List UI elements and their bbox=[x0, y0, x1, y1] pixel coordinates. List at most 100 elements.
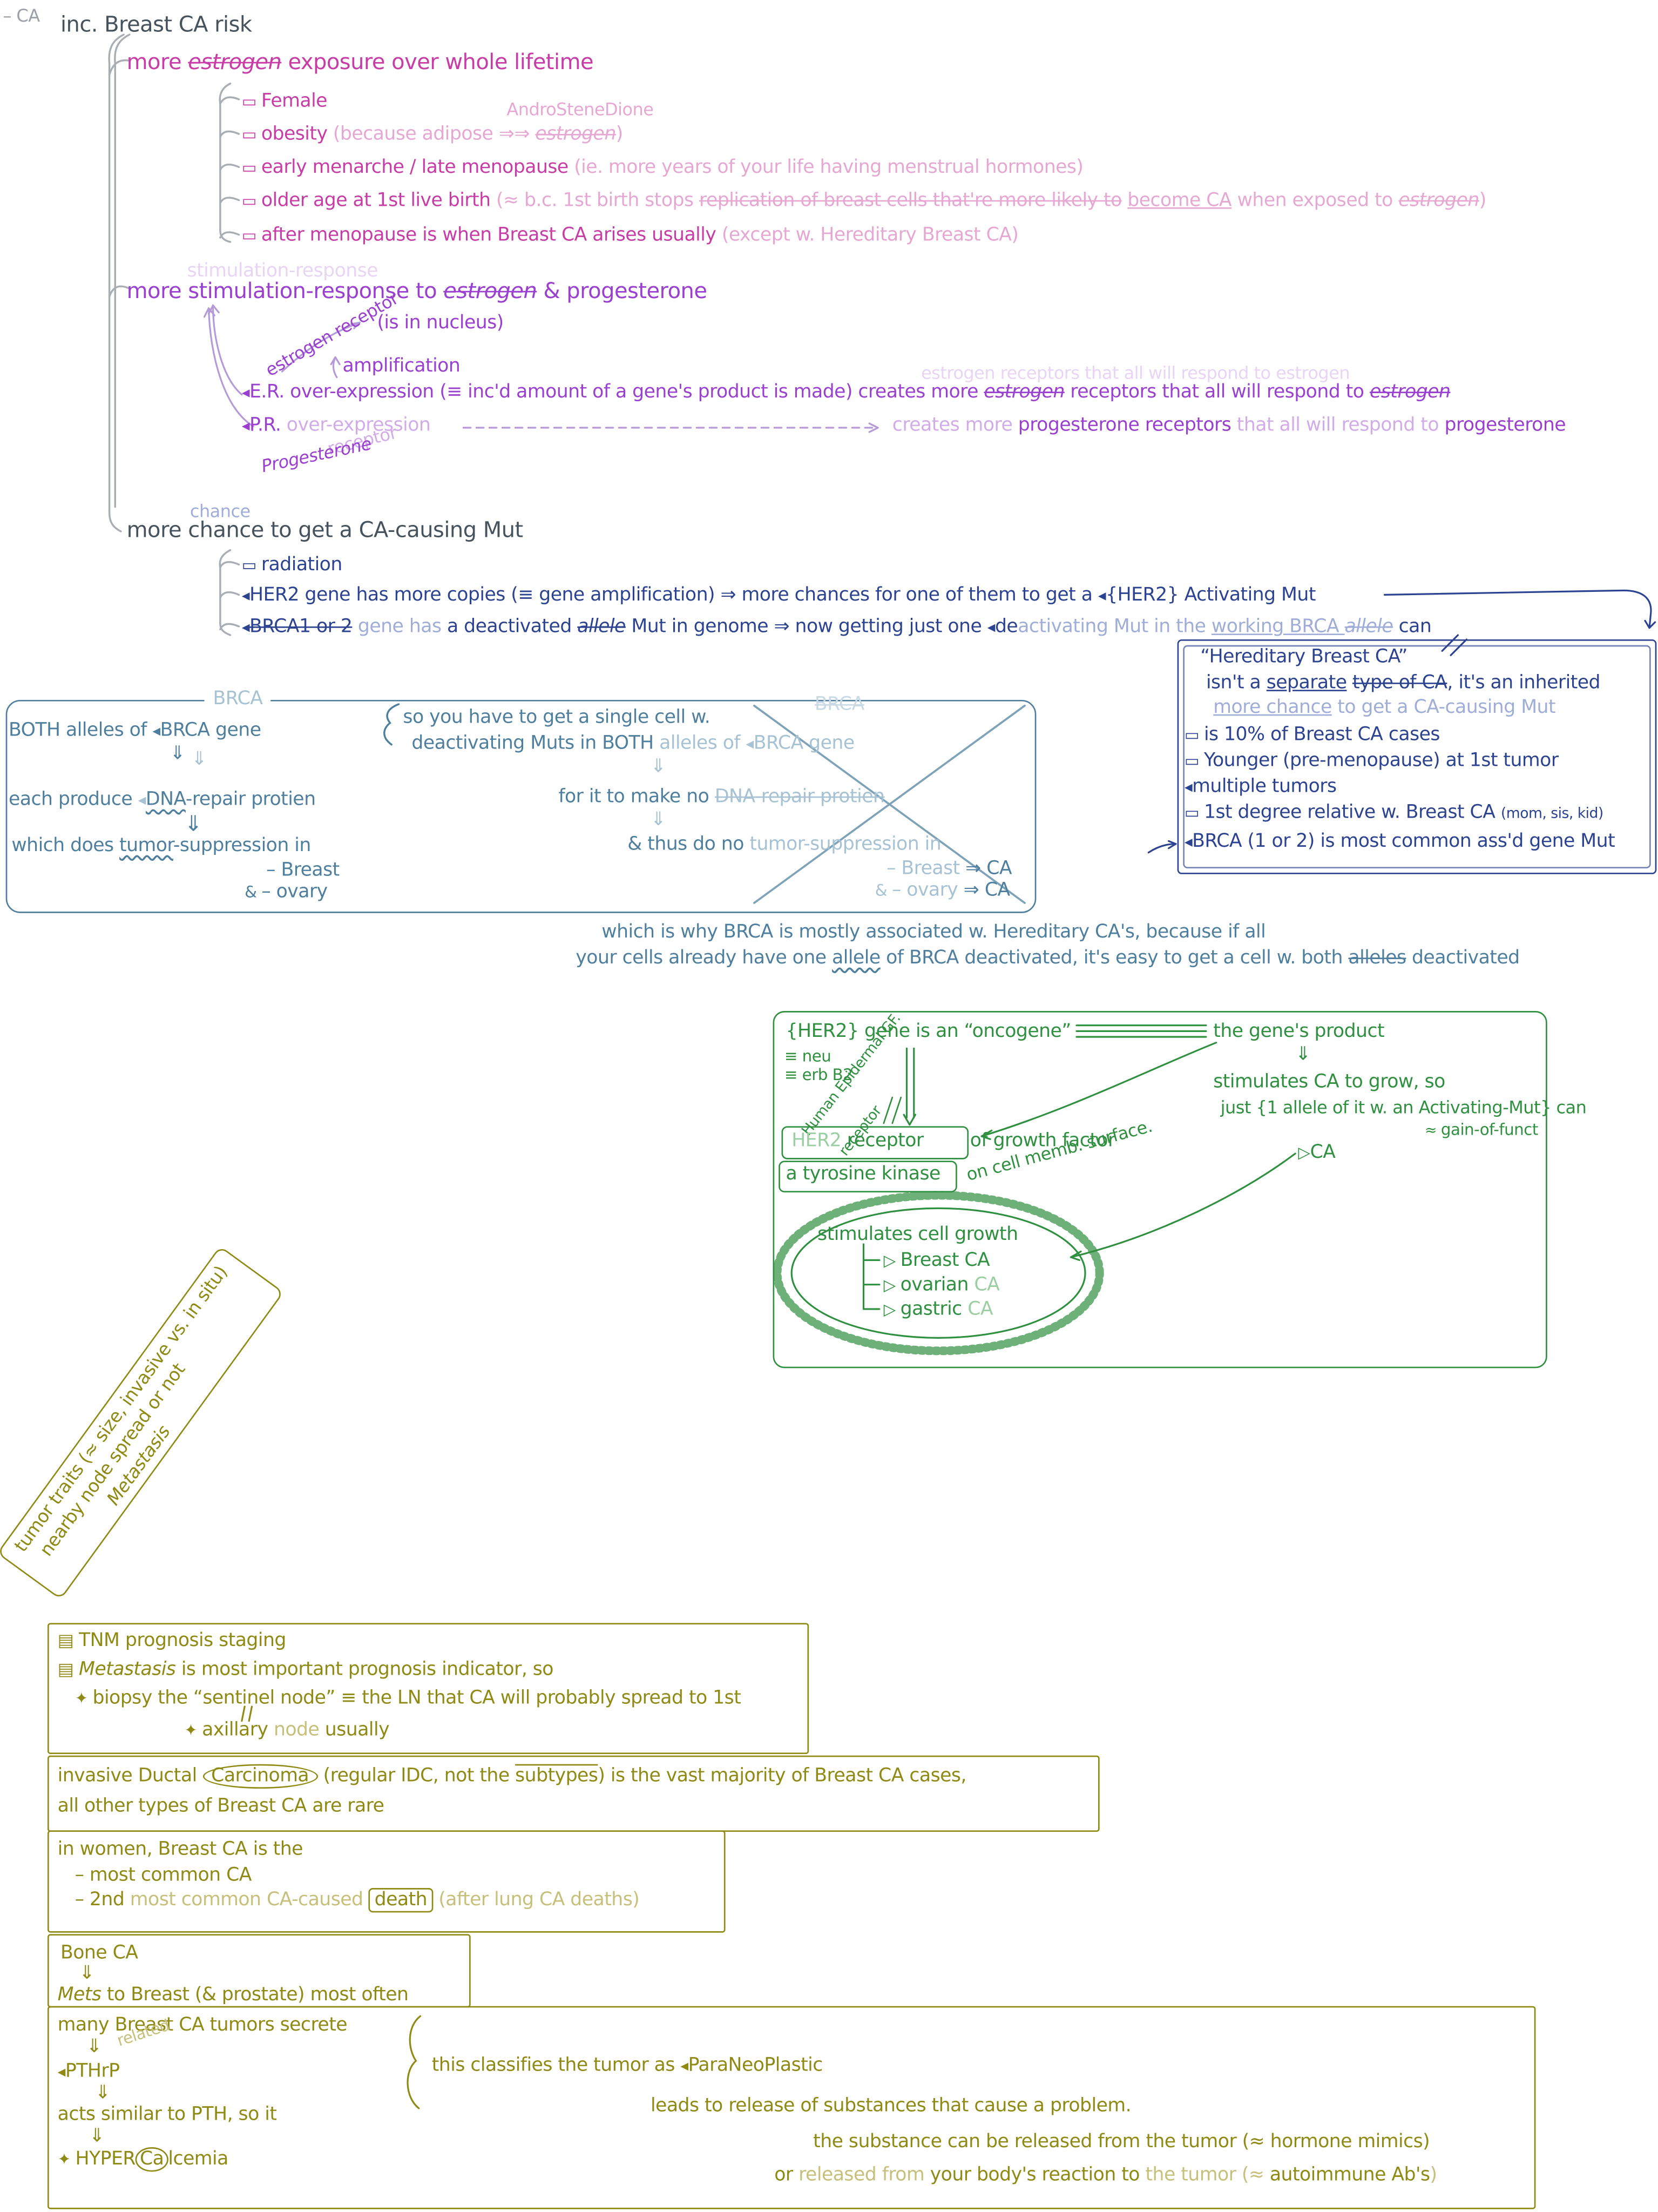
hereditary-box-inner bbox=[1183, 645, 1651, 869]
brca-left-2-run-0: each produce bbox=[8, 789, 138, 811]
her2-gene-line-run-0: {HER2} bbox=[786, 1021, 860, 1043]
brca-mutation-item-run-12: allele bbox=[1344, 616, 1393, 638]
paraneo-line-1-run-2: ParaNeoPlastic bbox=[688, 2055, 823, 2077]
brca-mid-4: & thus do no tumor-suppression in bbox=[627, 834, 941, 857]
obesity-item-run-3: ⇒⇒ bbox=[498, 124, 530, 146]
paraneo-line-4-run-0: or bbox=[774, 2164, 799, 2187]
brca-left-1-run-3: gene bbox=[209, 720, 261, 742]
hereditary-line-6-run-0: ▭ bbox=[1184, 804, 1204, 822]
mutation-branch-heading-run-0: more chance to get a CA-causing Mut bbox=[126, 517, 524, 543]
hypercalcemia-line-run-2: Ca bbox=[135, 2147, 168, 2172]
brca-mutation-item-run-3: gene has bbox=[357, 616, 447, 638]
tnm-line-2-run-1: Metastasis bbox=[78, 1659, 176, 1681]
brca-summary-2-run-4: deactivated bbox=[1406, 947, 1520, 969]
ovarian-ca-item-run-0: ▷ bbox=[883, 1276, 901, 1295]
hereditary-line-1: isn't a separate type of CA, it's an inh… bbox=[1206, 672, 1601, 696]
brca-mutation-item-run-2 bbox=[352, 616, 357, 638]
secrete-line-run-0: many Breast CA tumors secrete bbox=[57, 2014, 348, 2036]
pthrp-line: ◂PTHrP bbox=[58, 2061, 120, 2084]
genes-product-label: the gene's product bbox=[1213, 1021, 1384, 1044]
women-line-2-run-0: – most common CA bbox=[75, 1865, 252, 1887]
neu-alias-run-0: ≡ neu bbox=[784, 1047, 831, 1066]
paraneo-line-4-run-2: your body's reaction to bbox=[930, 2164, 1146, 2187]
obesity-item-run-1: obesity bbox=[261, 124, 333, 146]
hereditary-line-6: ▭ 1st degree relative w. Breast CA (mom,… bbox=[1184, 802, 1603, 825]
pth-line-run-0: acts similar to PTH, so it bbox=[57, 2104, 277, 2126]
brca-mutation-item-run-5: allele bbox=[577, 616, 626, 638]
obesity-item-run-4 bbox=[530, 124, 535, 145]
progesterone-receptor-label-2-run-0: Progesterone bbox=[259, 433, 374, 477]
hereditary-line-3-run-0: ▭ bbox=[1184, 726, 1204, 745]
first-birth-item-run-3: replication of breast cells that're more… bbox=[699, 190, 1122, 212]
pr-overexpression-item-run-0: ◂ bbox=[241, 416, 250, 435]
breast-ca-item-run-1: Breast CA bbox=[900, 1250, 990, 1272]
hereditary-line-6-run-2: (mom, sis, kid) bbox=[1500, 806, 1603, 822]
brca-left-arrow-1: ⇓ bbox=[170, 743, 186, 766]
tyrosine-kinase-box bbox=[779, 1161, 957, 1193]
paraneo-line-4-run-6: ) bbox=[1430, 2164, 1438, 2187]
menarche-item: ▭ early menarche / late menopause (ie. m… bbox=[242, 157, 1084, 180]
brca-mutation-item-run-0: ◂ bbox=[241, 618, 250, 637]
pthrp-arrow-run-0: ⇓ bbox=[94, 2082, 111, 2105]
brca-mid-1: so you have to get a single cell w. bbox=[403, 707, 710, 730]
radiation-item-run-0: ▭ bbox=[241, 556, 261, 575]
stimulation-ghost-run-0: stimulation-response bbox=[187, 260, 378, 282]
tnm-line-2-run-2: is most important prognosis indicator, s… bbox=[175, 1659, 554, 1681]
tnm-line-1-run-0: ▤ bbox=[57, 1630, 79, 1651]
bone-arrow-run-0: ⇓ bbox=[79, 1963, 95, 1985]
first-birth-item-run-1: older age at 1st live birth bbox=[261, 190, 497, 212]
idc-line-1-run-0: invasive Ductal bbox=[57, 1765, 203, 1788]
brca-left-4-run-0: – Breast bbox=[266, 860, 340, 882]
paraneo-line-4-run-5: autoimmune Ab's bbox=[1269, 2164, 1430, 2187]
bone-line-2-run-0: Mets bbox=[57, 1984, 101, 2006]
stimulation-branch-heading-run-0: more bbox=[126, 278, 188, 304]
brca-summary-2-run-1: allele bbox=[832, 947, 881, 969]
brca-mid-2-run-3: BRCA bbox=[753, 733, 803, 755]
ovarian-ca-item-run-1: ovarian bbox=[900, 1274, 975, 1297]
nucleus-note: (is in nucleus) bbox=[377, 313, 504, 335]
er-ghost: estrogen receptors that all will respond… bbox=[921, 363, 1350, 385]
hereditary-line-1-run-1: separate bbox=[1266, 672, 1347, 694]
brca-left-arrow-1b: ⇓ bbox=[192, 749, 207, 772]
brca-mutation-item-run-9: activating bbox=[1018, 616, 1114, 638]
pr-overexpression-result-run-2: that all will bbox=[1231, 415, 1342, 437]
estrogen-branch-heading-run-1: estrogen bbox=[188, 49, 282, 75]
stimulation-branch-heading-run-1: stimulation-response bbox=[188, 278, 409, 304]
hypercalcemia-line-run-1: HYPER bbox=[75, 2148, 136, 2170]
er-overexpression-item-run-1: E.R. over-expression bbox=[249, 381, 440, 403]
brca-summary-2-run-3: alleles bbox=[1348, 947, 1406, 969]
pth-arrow: ⇓ bbox=[89, 2126, 105, 2149]
brca-mutation-item-run-1: BRCA1 or 2 bbox=[249, 616, 353, 638]
hypercalcemia-line-run-3: lcemia bbox=[168, 2148, 228, 2170]
hereditary-line-2-run-1: to get a CA-causing Mut bbox=[1331, 697, 1556, 719]
er-overexpression-item-run-6: estrogen bbox=[1369, 381, 1451, 403]
er-overexpression-item-run-0: ◂ bbox=[241, 383, 250, 402]
first-birth-item-run-6: when exposed to bbox=[1231, 190, 1399, 212]
tnm-line-4-run-0: ✦ bbox=[184, 1721, 202, 1740]
brca-left-3-run-1: tumor bbox=[119, 835, 173, 857]
hereditary-line-5: ◂multiple tumors bbox=[1185, 776, 1337, 799]
brca-left-3-run-0: which does bbox=[11, 835, 120, 857]
stimulation-branch-heading: more stimulation-response to estrogen & … bbox=[127, 279, 707, 304]
menopause-item: ▭ after menopause is when Breast CA aris… bbox=[242, 225, 1019, 248]
radiation-item: ▭ radiation bbox=[241, 555, 342, 577]
brca-mid-5-run-1: ⇒ bbox=[965, 858, 981, 880]
secrete-arrow-run-0: ⇓ bbox=[86, 2036, 102, 2058]
neu-alias: ≡ neu bbox=[784, 1047, 831, 1067]
brca-mid-4-run-0: & thus do no bbox=[627, 834, 750, 856]
chance-ghost: chance bbox=[190, 501, 251, 523]
er-overexpression-item-run-5: receptors that all will respond to bbox=[1064, 381, 1370, 403]
obesity-item-run-6: ) bbox=[615, 124, 624, 146]
women-line-1-run-0: in women, Breast CA is the bbox=[57, 1839, 303, 1861]
erbb2-alias-run-0: ≡ erb B2 bbox=[784, 1065, 853, 1085]
stimulates-ca-label: stimulates CA to grow, so bbox=[1213, 1071, 1445, 1095]
women-line-3-run-0: – 2nd bbox=[75, 1889, 130, 1911]
hereditary-line-4-run-1: Younger (pre-menopause) at 1st tumor bbox=[1203, 750, 1559, 772]
bone-line-1: Bone CA bbox=[60, 1943, 138, 1966]
pr-overexpression-item-run-2: over-expression bbox=[286, 415, 431, 437]
female-item-run-0: ▭ bbox=[241, 92, 261, 111]
paraneo-line-4-run-4: (≈ bbox=[1241, 2164, 1270, 2187]
first-birth-item: ▭ older age at 1st live birth (≈ b.c. 1s… bbox=[242, 190, 1486, 213]
her2-copies-item-run-3: ⇒ more chances for one of them to get a bbox=[715, 584, 1098, 606]
